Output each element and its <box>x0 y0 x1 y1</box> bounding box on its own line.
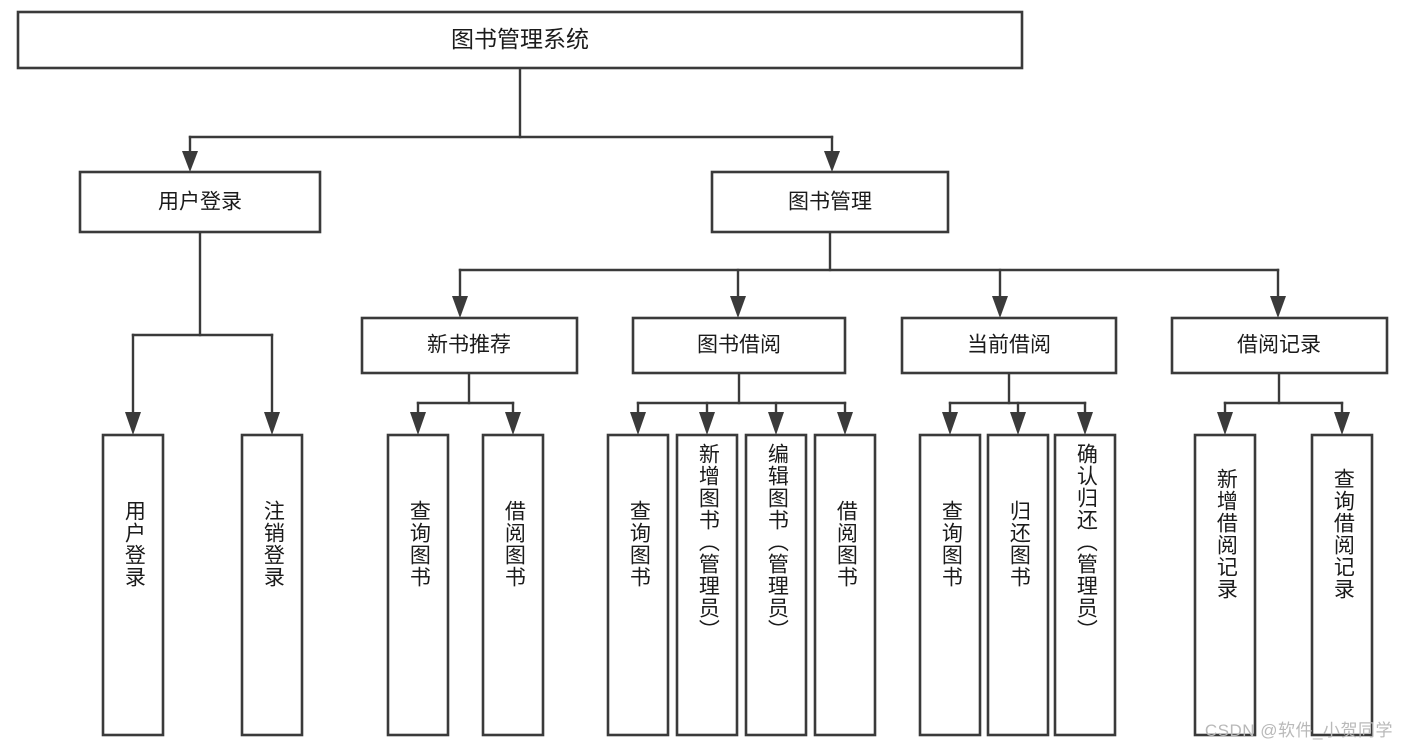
arrow-borrow-leaf-4 <box>837 412 853 435</box>
node-book-manage-label: 图书管理 <box>788 191 872 214</box>
arrow-borrow-leaf-1 <box>630 412 646 435</box>
arrow-user-leaf-1 <box>125 412 141 435</box>
watermark: CSDN @软件_小贺同学 <box>1204 721 1393 740</box>
arrow-current-leaf-2 <box>1010 412 1026 435</box>
node-current-borrow-box[interactable] <box>900 316 1118 375</box>
arrow-current-leaf-3 <box>1077 412 1093 435</box>
arrow-record-leaf-1 <box>1217 412 1233 435</box>
node-leaf-box[interactable] <box>240 433 304 737</box>
node-root-box[interactable] <box>16 10 1024 70</box>
nodes-layer: 图书管理系统 用户登录 图书管理 新书推荐 图书借阅 当前借阅 借阅记录 <box>16 10 1389 737</box>
node-leaf-box[interactable] <box>481 433 545 737</box>
node-book-borrow-label: 图书借阅 <box>697 334 781 357</box>
node-leaf-box[interactable] <box>1193 433 1257 737</box>
node-leaf-box[interactable] <box>918 433 982 737</box>
arrow-to-user-login <box>182 151 198 172</box>
node-new-book-rec-box[interactable] <box>360 316 579 375</box>
arrow-newbook-leaf-2 <box>505 412 521 435</box>
arrow-to-borrow-record <box>1270 296 1286 318</box>
node-leaf-box[interactable] <box>1053 433 1117 737</box>
arrow-to-new-book-rec <box>452 296 468 318</box>
arrow-current-leaf-1 <box>942 412 958 435</box>
node-leaf-box[interactable] <box>675 433 739 737</box>
arrow-to-current-borrow <box>992 296 1008 318</box>
edges-layer <box>125 66 1350 435</box>
node-leaf-box[interactable] <box>986 433 1050 737</box>
arrow-record-leaf-2 <box>1334 412 1350 435</box>
arrow-borrow-leaf-2 <box>699 412 715 435</box>
node-borrow-record-box[interactable] <box>1170 316 1389 375</box>
node-user-login-label: 用户登录 <box>158 191 242 214</box>
node-book-borrow-box[interactable] <box>631 316 847 375</box>
node-leaf-box[interactable] <box>813 433 877 737</box>
node-book-manage-box[interactable] <box>710 170 950 234</box>
node-new-book-rec-label: 新书推荐 <box>427 334 511 357</box>
node-current-borrow-label: 当前借阅 <box>967 334 1051 357</box>
arrow-to-book-manage <box>824 151 840 172</box>
node-user-login-box[interactable] <box>78 170 322 234</box>
arrow-to-book-borrow <box>730 296 746 318</box>
node-leaf-box[interactable] <box>606 433 670 737</box>
node-borrow-record-label: 借阅记录 <box>1237 334 1321 357</box>
node-leaf-box[interactable] <box>386 433 450 737</box>
node-leaf-box[interactable] <box>101 433 165 737</box>
arrow-newbook-leaf-1 <box>410 412 426 435</box>
arrow-user-leaf-2 <box>264 412 280 435</box>
node-leaf-box[interactable] <box>1310 433 1374 737</box>
node-leaf-box[interactable] <box>744 433 808 737</box>
arrow-borrow-leaf-3 <box>768 412 784 435</box>
node-root-label: 图书管理系统 <box>451 26 589 52</box>
